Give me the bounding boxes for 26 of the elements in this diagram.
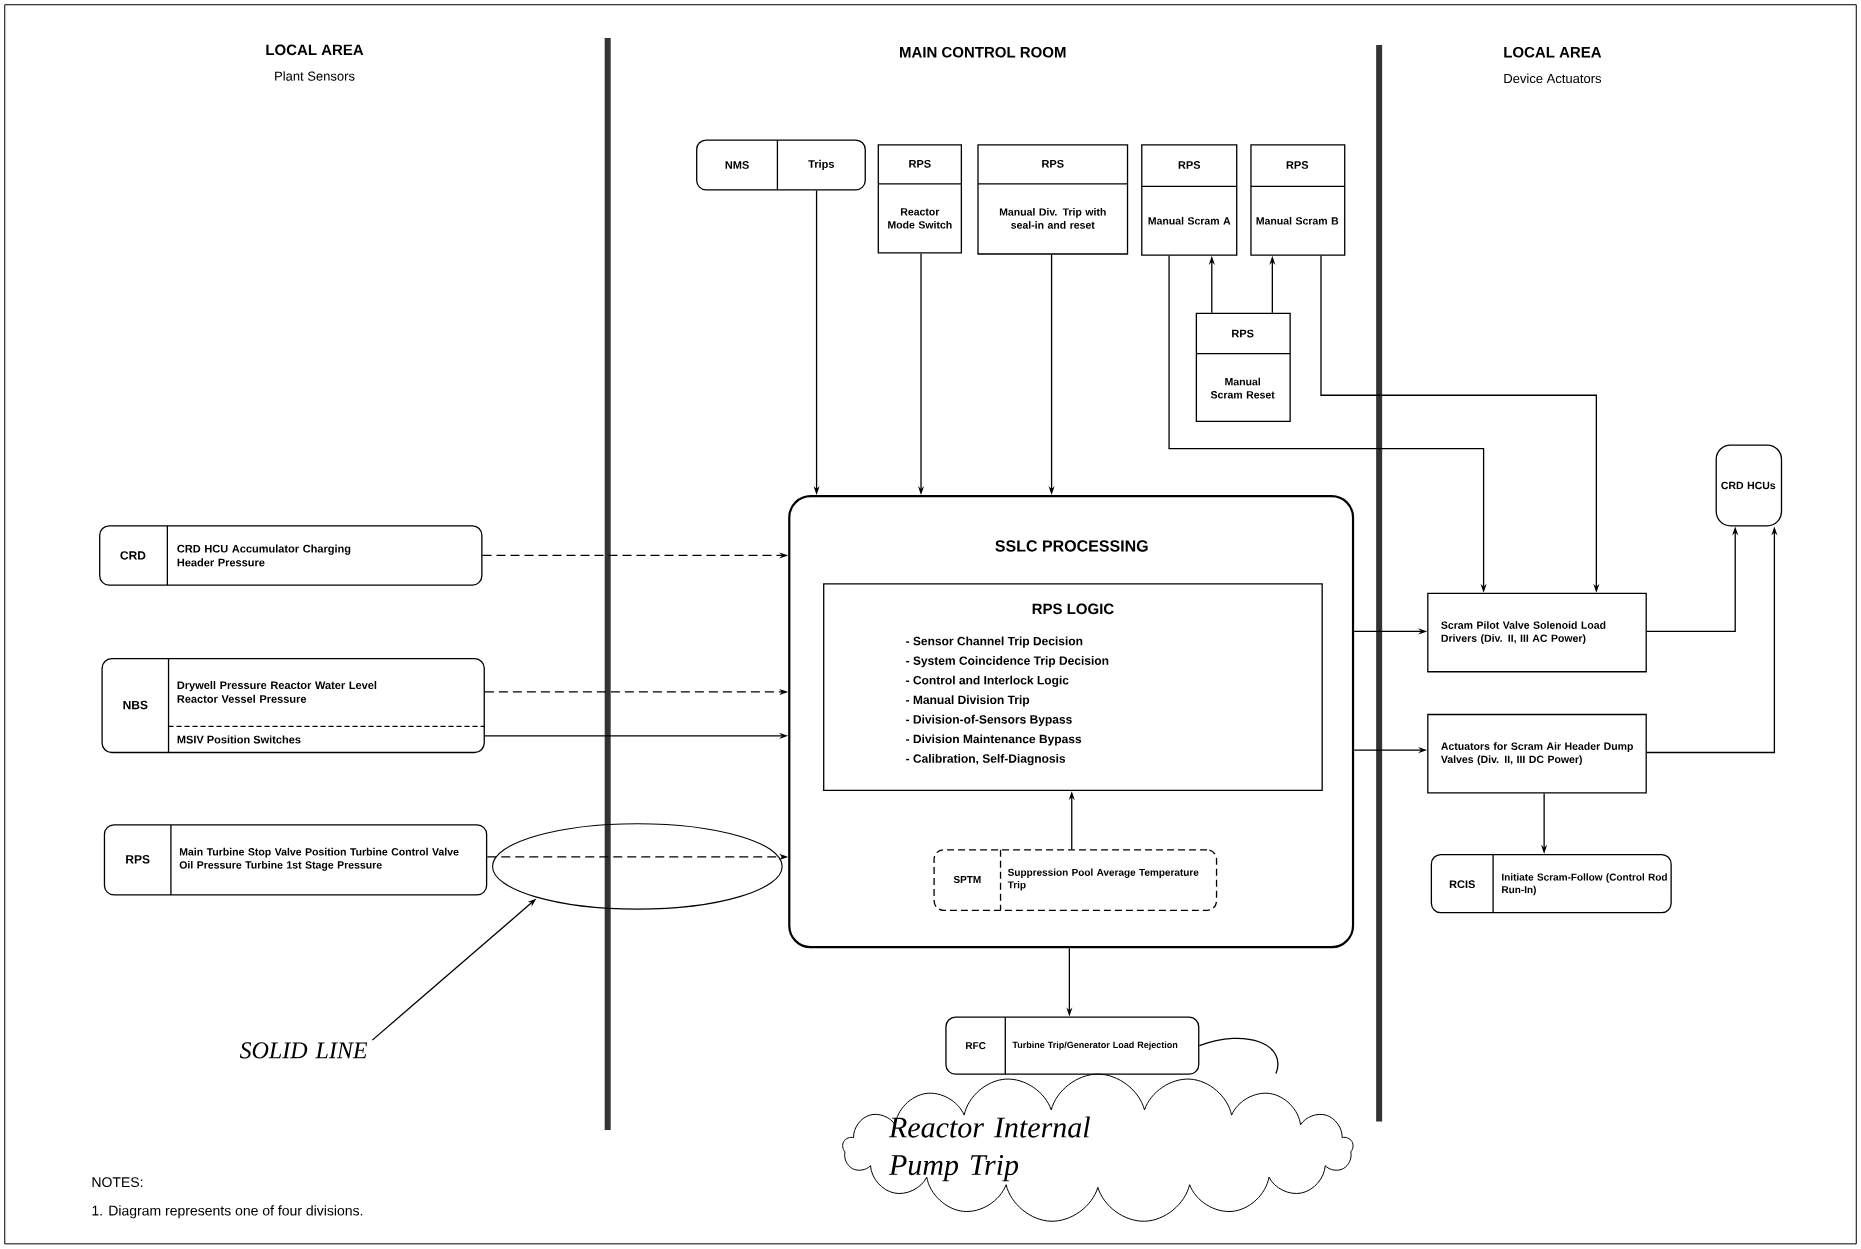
control-box: RCIS Initiate Scram-Follow (Control Rod Run-In) <box>1430 854 1672 914</box>
leader-line <box>1198 1037 1279 1075</box>
column-subheading: Device Actuators <box>1504 73 1602 84</box>
column-heading: LOCAL AREA <box>266 44 364 56</box>
sensor-box: RPS Main Turbine Stop Valve Position Turbine Control Valve Oil Pressure Turbine 1st Stage Pressure <box>103 824 488 896</box>
cloud-note: Reactor Internal Pump Trip <box>842 1073 1354 1222</box>
column-subheading: Plant Sensors <box>275 71 355 81</box>
column-heading: LOCAL AREA <box>1504 47 1602 58</box>
sensor-box: NBS Drywell Pressure Reactor Water Level Reactor Vessel Pressure MSIV Position Switches <box>101 658 485 754</box>
switch-box: RPS Manual Scram Reset <box>1195 312 1291 423</box>
control-box: RFC Turbine Trip/Generator Load Rejection <box>945 1016 1200 1075</box>
switch-box: RPS Reactor Mode Switch <box>877 144 962 254</box>
notes-heading: NOTES: <box>92 1177 143 1188</box>
trip-box: SPTM Suppression Pool Average Temperature Trip <box>933 849 1218 912</box>
note-text: 1. Diagram represents one of four divisions. <box>92 1205 363 1219</box>
sensor-box: CRD CRD HCU Accumulator Charging Header Pressure <box>99 525 483 586</box>
switch-box: RPS Manual Div. Trip with seal-in and reset <box>977 144 1129 255</box>
switch-box: RPS Manual Scram A <box>1141 144 1238 257</box>
hcu-box: CRD HCUs <box>1715 444 1783 527</box>
handwritten-note: SOLID LINE <box>239 1042 368 1059</box>
actuator-box: Scram Pilot Valve Solenoid Load Drivers (Div. II, III AC Power) <box>1427 593 1647 673</box>
switch-box: RPS Manual Scram B <box>1250 144 1346 257</box>
signal-box: NMS Trips <box>696 139 866 191</box>
logic-box: RPS LOGIC - Sensor Channel Trip Decision - System Coincidence Trip Decision - Control and Interlock Logic - Manual Division Trip - Division-of-Sensors Bypass - Division Maintenance Bypass - Calibration, Self-Diagnosis <box>823 583 1323 792</box>
column-heading: MAIN CONTROL ROOM <box>900 47 1066 58</box>
actuator-box: Actuators for Scram Air Header Dump Valves (Div. II, III DC Power) <box>1427 714 1647 794</box>
